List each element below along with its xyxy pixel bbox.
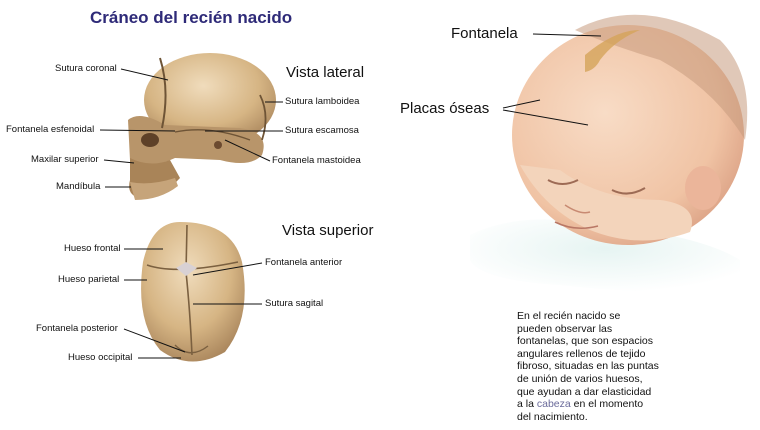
label-fontanela-mastoidea: Fontanela mastoidea — [272, 155, 361, 166]
label-sutura-escamosa: Sutura escamosa — [285, 125, 359, 136]
description-line: fontanelas, que son espacios — [517, 335, 654, 348]
label-fontanela-anterior: Fontanela anterior — [265, 257, 343, 268]
label-hueso-parietal: Hueso parietal — [58, 274, 120, 285]
view-superior-heading: Vista superior — [282, 222, 374, 239]
lateral-skull — [128, 53, 276, 200]
label-placas-oseas: Placas óseas — [400, 100, 490, 117]
view-lateral-heading: Vista lateral — [286, 64, 365, 81]
label-sutura-coronal: Sutura coronal — [55, 63, 117, 74]
description-line: de unión de varios huesos, — [517, 372, 643, 385]
label-sutura-sagital: Sutura sagital — [265, 298, 324, 309]
label-fontanela-posterior: Fontanela posterior — [36, 323, 118, 334]
description-text-part: en el momento — [570, 398, 644, 411]
description-line: que ayudan a dar elasticidad — [517, 385, 652, 398]
superior-skull — [141, 222, 245, 362]
label-maxilar-superior: Maxilar superior — [31, 154, 99, 165]
baby-head — [470, 14, 748, 293]
label-hueso-frontal: Hueso frontal — [64, 243, 121, 254]
label-sutura-lamboidea: Sutura lamboidea — [285, 96, 360, 107]
label-mandibula: Mandíbula — [56, 181, 101, 192]
description-line: angulares rellenos de tejido — [517, 347, 646, 360]
label-fontanela: Fontanela — [451, 25, 518, 42]
description-line: del nacimiento. — [517, 410, 588, 423]
description-text-part: a la — [517, 398, 537, 411]
description-line: fibroso, situadas en las puntas — [517, 360, 659, 373]
description-line: En el recién nacido se — [517, 310, 621, 322]
description-line: a la cabeza en el momento — [517, 398, 687, 411]
page-title: Cráneo del recién nacido — [90, 8, 293, 27]
description-text: En el recién nacido se pueden observar l… — [517, 310, 687, 423]
cabeza-link[interactable]: cabeza — [536, 398, 571, 411]
label-hueso-occipital: Hueso occipital — [68, 352, 133, 363]
leader-lines — [99, 33, 602, 359]
description-line: pueden observar las — [517, 322, 613, 335]
label-fontanela-esfenoidal: Fontanela esfenoidal — [6, 124, 95, 135]
